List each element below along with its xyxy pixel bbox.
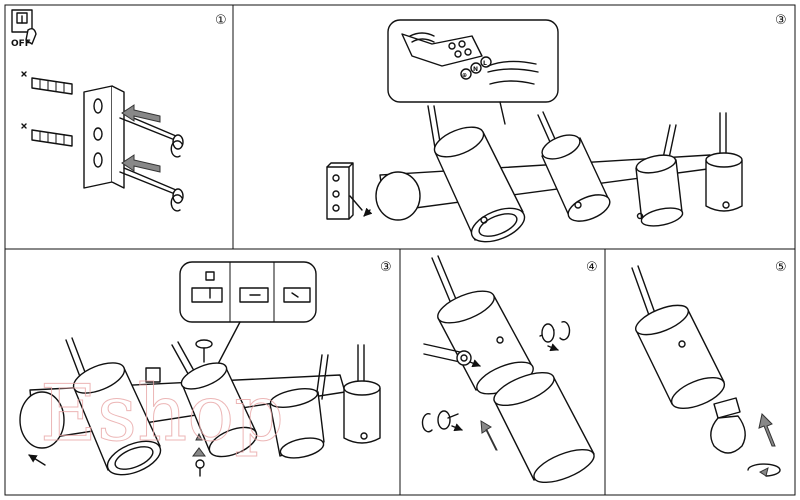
spotlight-body-5	[632, 266, 729, 415]
terminal-earth-label: ⊕	[462, 72, 467, 79]
canopy-detail-icon	[327, 163, 362, 219]
step-number-1: ①	[215, 13, 227, 28]
terminal-live-label: L	[483, 60, 487, 67]
spotlight-3	[635, 125, 684, 229]
wall-plug-bottom-icon	[22, 124, 72, 146]
step-number-4: ④	[586, 260, 598, 275]
power-off-switch-icon: OFF	[11, 10, 36, 49]
rotate-arrow-5-icon	[748, 464, 780, 476]
wiring-detail-callout: ⊕ N L	[388, 20, 558, 124]
terminal-neutral-label: N	[473, 66, 478, 73]
mounting-bracket-icon	[84, 86, 124, 188]
screw-and-washer-4-icon	[540, 322, 570, 350]
off-label: OFF	[11, 39, 31, 49]
bulb-5-icon	[711, 398, 745, 453]
screw-bottom-icon	[120, 168, 183, 211]
spotlight-4	[706, 113, 742, 211]
spotlight-4b	[344, 345, 380, 443]
wall-plug-top-icon	[22, 72, 72, 94]
lamp-shade-4	[490, 366, 598, 489]
step-number-3b: ③	[380, 260, 392, 275]
step-number-5: ⑤	[775, 260, 787, 275]
screw-and-washer-4b-icon	[422, 411, 462, 432]
adjustment-detail-callout	[180, 262, 316, 364]
insert-bulb-arrow-icon	[759, 414, 775, 446]
push-arrow-4-icon	[481, 421, 497, 450]
step-number-3a: ③	[775, 13, 787, 28]
insert-arrow-top-icon	[122, 105, 160, 122]
watermark-text: Eshop	[40, 369, 284, 459]
